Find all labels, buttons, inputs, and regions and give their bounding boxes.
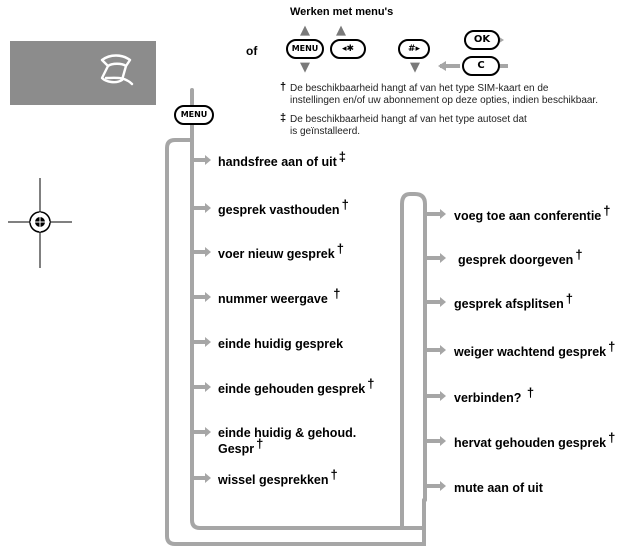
menu-item-end-current-and-held[interactable]: einde huidig & gehoud.Gespr† — [218, 426, 357, 456]
menu-item-end-held[interactable]: einde gehouden gesprek† — [218, 376, 375, 396]
menu-usage-title: Werken met menu's — [290, 6, 394, 18]
star-key[interactable]: ◂✱ — [330, 39, 366, 59]
hash-key[interactable]: #▸ — [398, 39, 430, 59]
arrow-up-icon: ▲ — [300, 23, 310, 38]
double-dagger-note-line2: is geïnstalleerd. — [290, 126, 361, 137]
arrow-down-icon: ▼ — [410, 60, 420, 75]
dagger-note-line2: instellingen en/of uw abonnement op deze… — [290, 95, 598, 106]
menu-item-resume-held[interactable]: hervat gehouden gesprek† — [454, 430, 616, 450]
menu-item-transfer-call[interactable]: gesprek doorgeven† — [458, 247, 583, 267]
menu-key[interactable]: MENU — [286, 39, 324, 59]
menu-item-mute[interactable]: mute aan of uit — [454, 481, 543, 495]
menu-item-hold-call[interactable]: gesprek vasthouden† — [218, 197, 349, 217]
ok-key[interactable]: OK — [464, 30, 500, 50]
menu-item-handsfree[interactable]: handsfree aan of uit‡ — [218, 149, 347, 169]
or-label: of — [246, 44, 258, 58]
dagger-note-line1: De beschikbaarheid hangt af van het type… — [290, 83, 549, 94]
menu-item-add-conference[interactable]: voeg toe aan conferentie† — [454, 203, 611, 223]
c-key[interactable]: C — [462, 56, 500, 76]
header-tab — [10, 41, 156, 105]
menu-item-new-call[interactable]: voer nieuw gesprek† — [218, 241, 344, 261]
double-dagger-mark: ‡ — [280, 112, 287, 124]
menu-item-reject-waiting[interactable]: weiger wachtend gesprek† — [454, 339, 616, 359]
menu-item-split-call[interactable]: gesprek afsplitsen† — [454, 291, 573, 311]
arrow-up-icon: ▲ — [336, 23, 346, 38]
menu-item-number-display[interactable]: nummer weergave † — [218, 286, 341, 306]
menu-item-connect[interactable]: verbinden? † — [454, 385, 535, 405]
menu-item-end-current[interactable]: einde huidig gesprek — [218, 337, 344, 351]
menu-item-swap-calls[interactable]: wissel gesprekken† — [218, 467, 338, 487]
phone-handset-icon — [100, 54, 134, 86]
arrow-down-icon: ▼ — [300, 60, 310, 75]
dagger-mark: † — [280, 81, 287, 93]
registration-mark-icon — [8, 178, 72, 268]
double-dagger-note-line1: De beschikbaarheid hangt af van het type… — [290, 114, 527, 125]
menu-key-main[interactable]: MENU — [174, 105, 214, 125]
